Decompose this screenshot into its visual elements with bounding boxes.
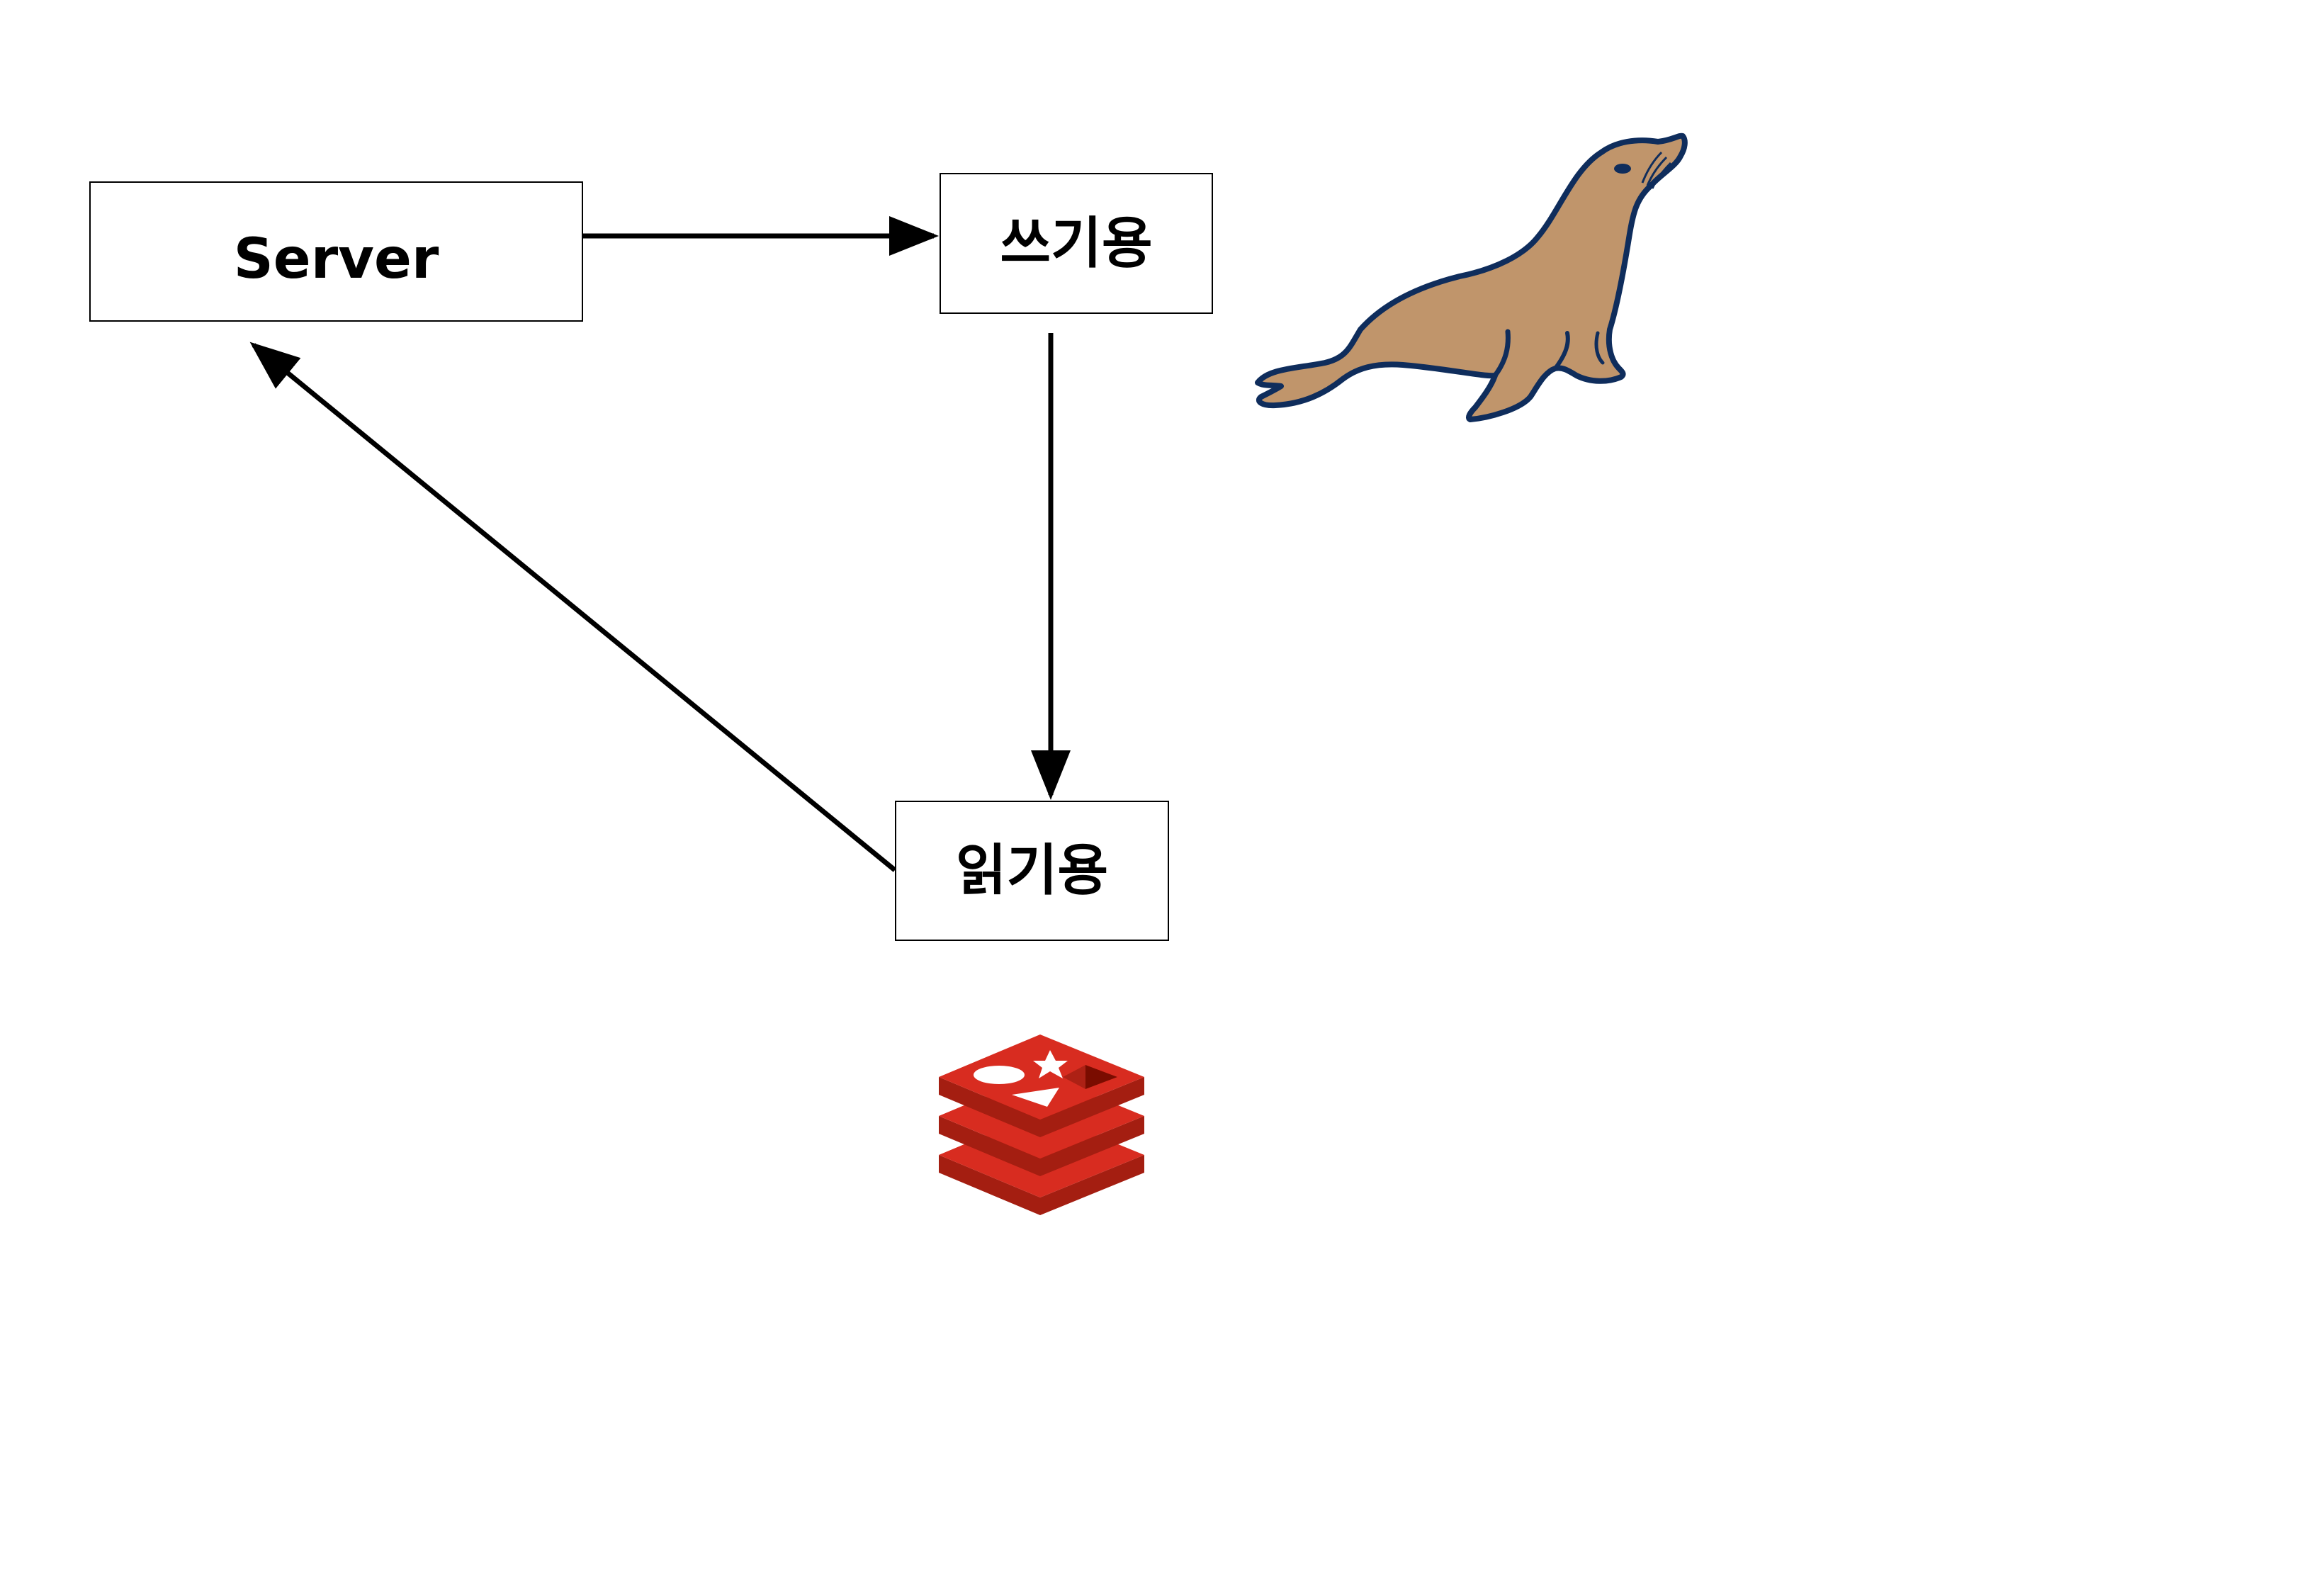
mariadb-seal-icon — [1255, 132, 1688, 422]
server-node: Server — [89, 181, 583, 322]
redis-icon — [939, 1034, 1144, 1215]
write-db-label: 쓰기용 — [1000, 211, 1153, 276]
write-db-node: 쓰기용 — [940, 173, 1213, 314]
server-label: Server — [233, 227, 439, 291]
read-db-node: 읽기용 — [895, 801, 1169, 941]
read-db-label: 읽기용 — [955, 839, 1109, 903]
edge-read-to-server — [249, 342, 897, 872]
